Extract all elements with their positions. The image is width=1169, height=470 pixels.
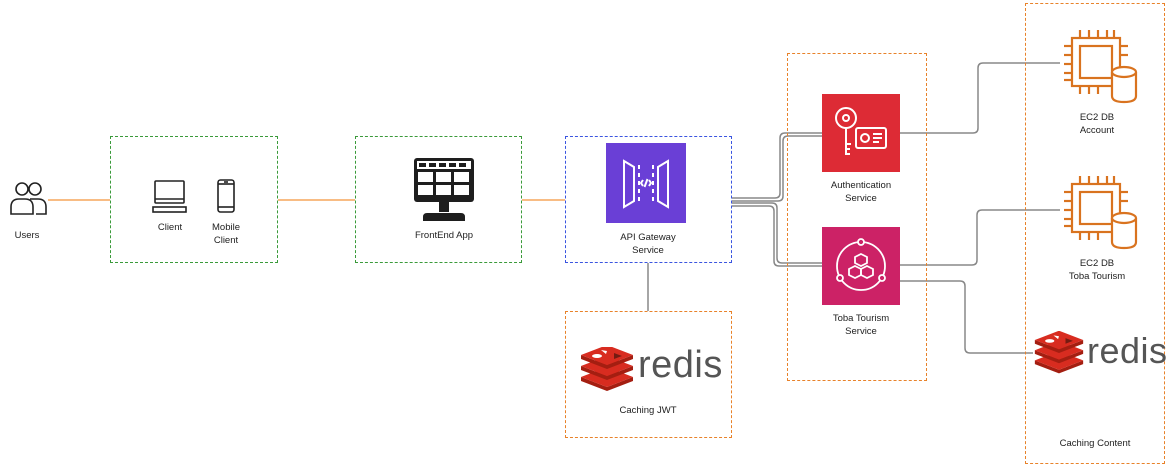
frontend-app-icon: [413, 157, 475, 223]
gateway-auth-connector: [732, 132, 822, 199]
redis-content-icon: [1033, 330, 1085, 375]
services-group: [787, 53, 927, 381]
jwt-cache-group: [565, 311, 732, 438]
toba-tourism-service-label: Toba Tourism Service: [832, 313, 890, 337]
mobile-client-label: Mobile Client: [212, 222, 240, 246]
ec2-db-toba-icon: [1060, 174, 1140, 250]
gateway-auth-connector-2: [732, 135, 822, 202]
frontend-label: FrontEnd App: [414, 230, 474, 241]
ec2-db-account-label: EC2 DB Account: [1079, 112, 1115, 136]
ec2-db-account-icon: [1060, 28, 1140, 104]
client-label: Client: [157, 222, 183, 233]
toba-redis-connector: [900, 280, 1033, 354]
api-gateway-group: [565, 136, 732, 263]
toba-tourism-service-icon: [822, 227, 900, 305]
frontend-group: [355, 136, 522, 263]
authentication-service-label: Authentication Service: [830, 180, 892, 204]
content-cache-label: Caching Content: [1059, 438, 1131, 449]
desktop-icon: [152, 179, 188, 215]
mobile-icon: [217, 179, 235, 213]
redis-wordmark: redis: [638, 344, 723, 386]
gateway-toba-connector: [732, 202, 822, 264]
users-icon: [8, 178, 48, 220]
auth-db-account-connector: [900, 62, 1060, 134]
users-label: Users: [14, 230, 40, 241]
redis-icon: [579, 345, 635, 391]
toba-db-connector: [900, 209, 1060, 266]
ec2-db-toba-label: EC2 DB Toba Tourism: [1068, 258, 1126, 282]
jwt-cache-label: Caching JWT: [619, 405, 677, 416]
redis-content-wordmark: redis: [1087, 330, 1168, 371]
api-gateway-icon: [606, 143, 686, 223]
client-group: [110, 136, 278, 263]
gateway-toba-connector-2: [732, 205, 822, 267]
data-group: [1025, 3, 1165, 464]
api-gateway-label: API Gateway Service: [620, 232, 676, 256]
authentication-service-icon: [822, 94, 900, 172]
